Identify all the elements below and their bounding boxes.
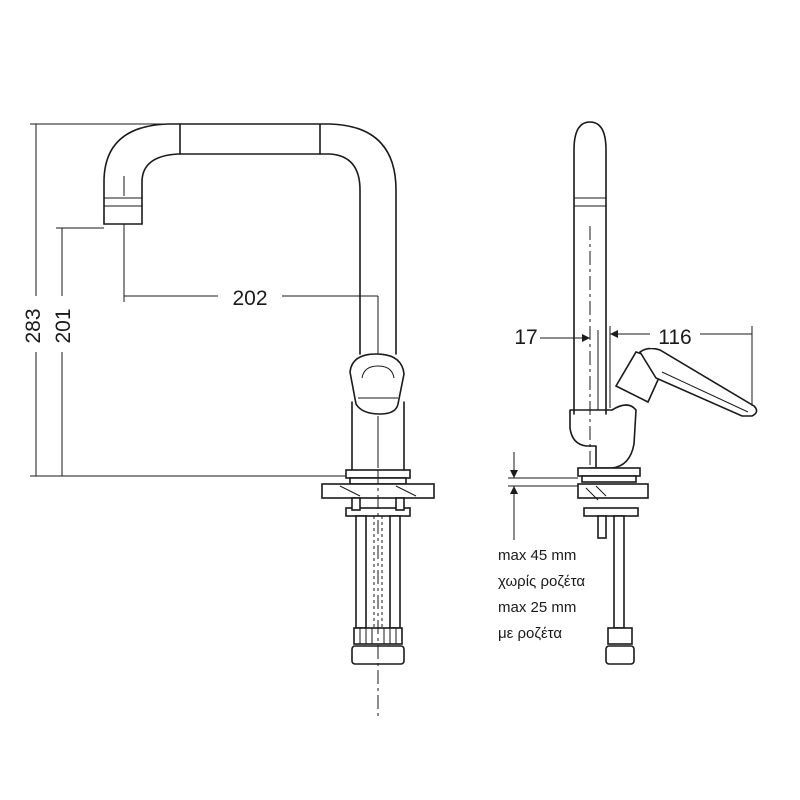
front-body (351, 401, 405, 471)
side-plate-clip (585, 485, 607, 501)
front-lever-inner (361, 365, 395, 379)
side-washer (583, 507, 639, 517)
dim-handle: 116 (658, 326, 691, 349)
dim-201-label-bg (48, 296, 76, 352)
side-body (569, 409, 613, 469)
dim-thickness-arrow-down (510, 486, 518, 494)
dim-thickness-arrow-up (510, 470, 518, 478)
front-lever (349, 353, 405, 415)
front-hose-right (389, 515, 401, 629)
side-body-right (589, 404, 637, 469)
front-stud-right (395, 497, 405, 511)
spout-outer (103, 123, 397, 355)
dim-202-label-bg (218, 284, 282, 310)
dim-height-total: 283 (22, 308, 45, 343)
mount-note-2: χωρίς ροζέτα (498, 573, 585, 590)
side-lever-edge (661, 371, 749, 413)
dim-offset: 17 (514, 326, 537, 349)
side-spout (573, 121, 607, 415)
side-base-mid (581, 475, 637, 483)
dim-116-arrow-left (610, 330, 618, 338)
side-view: 17 116 max 45 mm χωρίς ροζέτα max 25 mm … (498, 121, 758, 665)
dim-height-outlet: 201 (52, 308, 75, 343)
front-view: 283 201 202 (20, 123, 435, 716)
side-stud (597, 515, 607, 539)
front-plate-slots (339, 485, 417, 497)
side-mounting-plate (577, 483, 649, 499)
mount-note-4: με ροζέτα (498, 625, 562, 642)
front-hose-left (355, 515, 367, 629)
side-nut-lower (605, 645, 635, 665)
side-base-top (577, 467, 641, 477)
mount-note-1: max 45 mm (498, 547, 576, 564)
front-nut-knurl (359, 628, 397, 644)
dim-reach: 202 (232, 287, 267, 310)
front-stud-left (351, 497, 361, 511)
side-hose (613, 515, 625, 629)
dim-116-label-bg (650, 322, 700, 348)
spout-inner (141, 153, 361, 355)
side-nut-upper (607, 627, 633, 645)
side-lever-blade (638, 347, 758, 417)
mount-note-3: max 25 mm (498, 599, 576, 616)
dim-283-label-bg (20, 296, 48, 352)
dim-17-arrow (582, 334, 590, 342)
